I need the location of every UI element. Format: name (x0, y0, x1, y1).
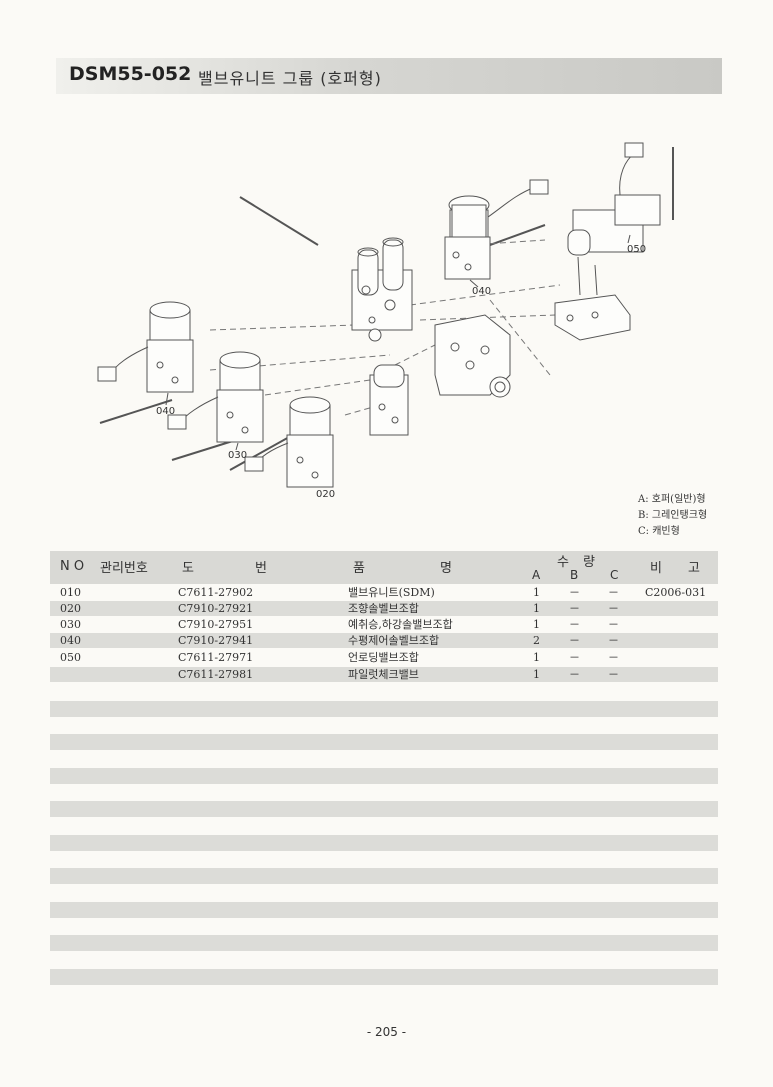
header-name-2: 명 (440, 561, 452, 576)
page-number: - 205 - (366, 1025, 407, 1039)
header-no: N O (60, 559, 85, 574)
row-no: 010 (60, 586, 81, 599)
callout-040-left: 040 (156, 406, 175, 417)
header-col-b: B (570, 568, 579, 582)
row-part-name: 예취승,하강솔밸브조합 (348, 618, 453, 631)
main-valve-unit (351, 237, 413, 342)
blank-row-band (50, 768, 718, 784)
header-drawing-1: 도 (182, 561, 194, 576)
header-name-1: 품 (353, 561, 365, 576)
row-qty-a: 1 (533, 618, 540, 631)
solenoid-valve-040-top (444, 179, 549, 280)
row-qty-b: － (569, 586, 580, 599)
long-bolt (99, 399, 173, 424)
row-qty-c: － (608, 618, 619, 631)
table-row: 040 C7910-27941 수평제어솔벨브조합 2 － － (50, 633, 718, 648)
row-qty-c: － (608, 602, 619, 615)
table-row: 010 C7611-27902 밸브유니트(SDM) 1 － － C2006-0… (50, 585, 718, 600)
group-code: DSM55-052 (69, 63, 192, 85)
solenoid-valve-020 (244, 396, 334, 488)
row-qty-a: 1 (533, 668, 540, 681)
blank-row-band (50, 969, 718, 985)
blank-row-band (50, 835, 718, 851)
callout-050: 050 (627, 244, 646, 255)
header-remark-1: 비 (650, 561, 662, 576)
exploded-parts-diagram: 040 050 040 030 020 (97, 142, 674, 500)
header-col-a: A (532, 568, 541, 582)
blank-row-band (50, 734, 718, 750)
header-drawing-2: 번 (255, 561, 267, 576)
row-drawing-no: C7611-27971 (178, 651, 254, 664)
table-row: 050 C7611-27971 언로딩밸브조합 1 － － (50, 650, 718, 665)
solenoid-valve-040-left (97, 301, 194, 393)
row-no: 050 (60, 651, 81, 664)
row-qty-a: 2 (533, 634, 540, 647)
row-qty-b: － (569, 618, 580, 631)
title-bar: DSM55-052 밸브유니트 그룹 (호퍼형) (56, 58, 722, 94)
row-qty-a: 1 (533, 586, 540, 599)
group-name: 밸브유니트 그룹 (호퍼형) (198, 69, 382, 88)
row-no: 040 (60, 634, 81, 647)
row-part-name: 밸브유니트(SDM) (348, 586, 435, 599)
row-qty-a: 1 (533, 651, 540, 664)
row-qty-c: － (608, 668, 619, 681)
blank-row-band (50, 935, 718, 951)
manifold-block (434, 314, 511, 398)
row-remark: C2006-031 (645, 586, 707, 599)
row-drawing-no: C7910-27951 (178, 618, 254, 631)
row-drawing-no: C7910-27941 (178, 634, 254, 647)
row-drawing-no: C7611-27902 (178, 586, 254, 599)
header-remark-2: 고 (688, 561, 700, 576)
header-col-c: C (610, 568, 619, 582)
row-part-name: 언로딩밸브조합 (348, 651, 419, 664)
row-qty-c: － (608, 634, 619, 647)
parts-table-header: N O 관리번호 도 번 품 명 수 량 A B C 비 고 (50, 551, 718, 584)
row-no: 030 (60, 618, 81, 631)
row-drawing-no: C7611-27981 (178, 668, 254, 681)
row-part-name: 수평제어솔벨브조합 (348, 634, 440, 647)
long-bolt (489, 224, 546, 246)
row-qty-c: － (608, 586, 619, 599)
row-part-name: 파일럿체크밸브 (348, 668, 419, 681)
header-mgmt-no: 관리번호 (100, 561, 148, 576)
callout-040-top: 040 (472, 286, 491, 297)
header-qty-2: 량 (583, 555, 595, 570)
header-qty-1: 수 (557, 555, 569, 570)
row-qty-b: － (569, 634, 580, 647)
row-drawing-no: C7910-27921 (178, 602, 254, 615)
solenoid-valve-030 (167, 351, 264, 443)
row-qty-b: － (569, 668, 580, 681)
blank-row-band (50, 868, 718, 884)
row-no: 020 (60, 602, 81, 615)
variant-legend: A: 호퍼(일반)형 B: 그레인탱크형 C: 캐빈형 (638, 492, 707, 540)
table-row: 030 C7910-27951 예취승,하강솔밸브조합 1 － － (50, 617, 718, 632)
long-bolt (239, 196, 319, 246)
row-part-name: 조향솔벨브조합 (348, 602, 419, 615)
callout-030: 030 (228, 450, 247, 461)
unloading-valve-050 (554, 142, 661, 341)
blank-row-band (50, 701, 718, 717)
blank-row-band (50, 902, 718, 918)
pilot-check-valve (369, 364, 409, 436)
row-qty-a: 1 (533, 602, 540, 615)
legend-item-b: B: 그레인탱크형 (638, 510, 708, 521)
table-row: C7611-27981 파일럿체크밸브 1 － － (50, 667, 718, 682)
legend-item-c: C: 캐빈형 (638, 526, 680, 537)
row-qty-b: － (569, 602, 580, 615)
legend-item-a: A: 호퍼(일반)형 (638, 494, 706, 505)
callout-020: 020 (316, 489, 335, 500)
row-qty-c: － (608, 651, 619, 664)
row-qty-b: － (569, 651, 580, 664)
blank-row-band (50, 801, 718, 817)
table-row: 020 C7910-27921 조향솔벨브조합 1 － － (50, 601, 718, 616)
